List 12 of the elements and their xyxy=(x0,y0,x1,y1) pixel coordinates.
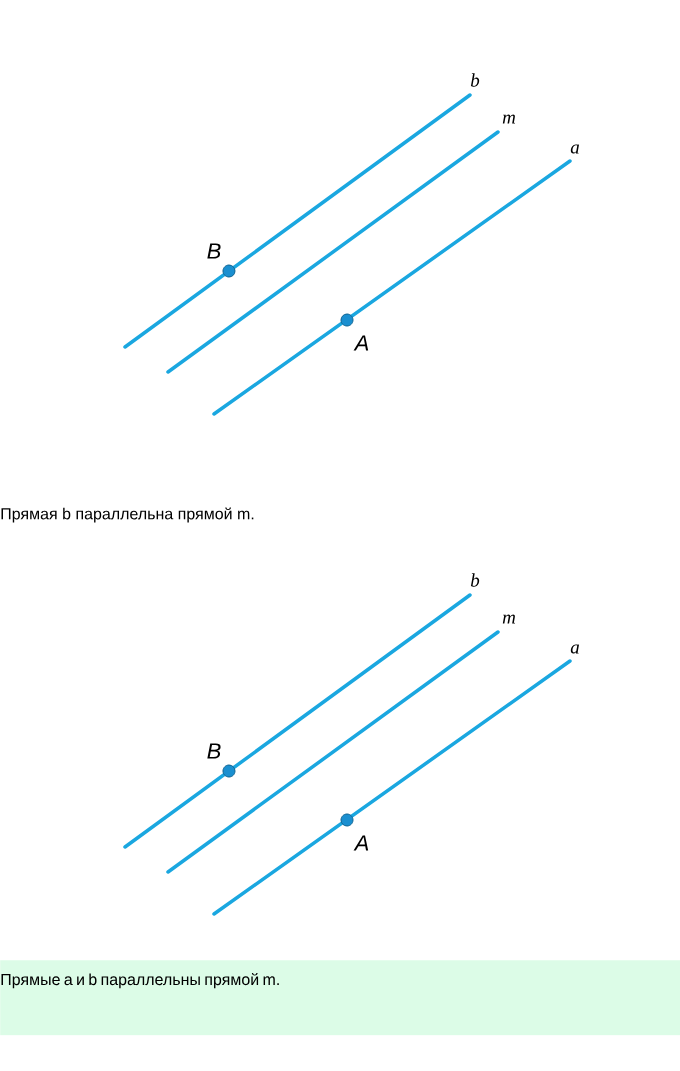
note-band: Прямые a и b параллельны прямой m. xyxy=(0,960,680,1036)
point-label: A xyxy=(353,335,369,351)
line-label: b xyxy=(470,573,480,587)
point-label: B xyxy=(207,243,221,259)
point-label: A xyxy=(353,835,369,851)
caption: Прямая b параллельна прямой m. xyxy=(1,507,254,523)
line-label: a xyxy=(570,644,580,654)
point-label: B xyxy=(207,743,221,759)
line-label: b xyxy=(470,73,480,87)
line-label: m xyxy=(502,614,516,624)
line-label: a xyxy=(570,144,580,154)
line-label: m xyxy=(502,114,516,124)
